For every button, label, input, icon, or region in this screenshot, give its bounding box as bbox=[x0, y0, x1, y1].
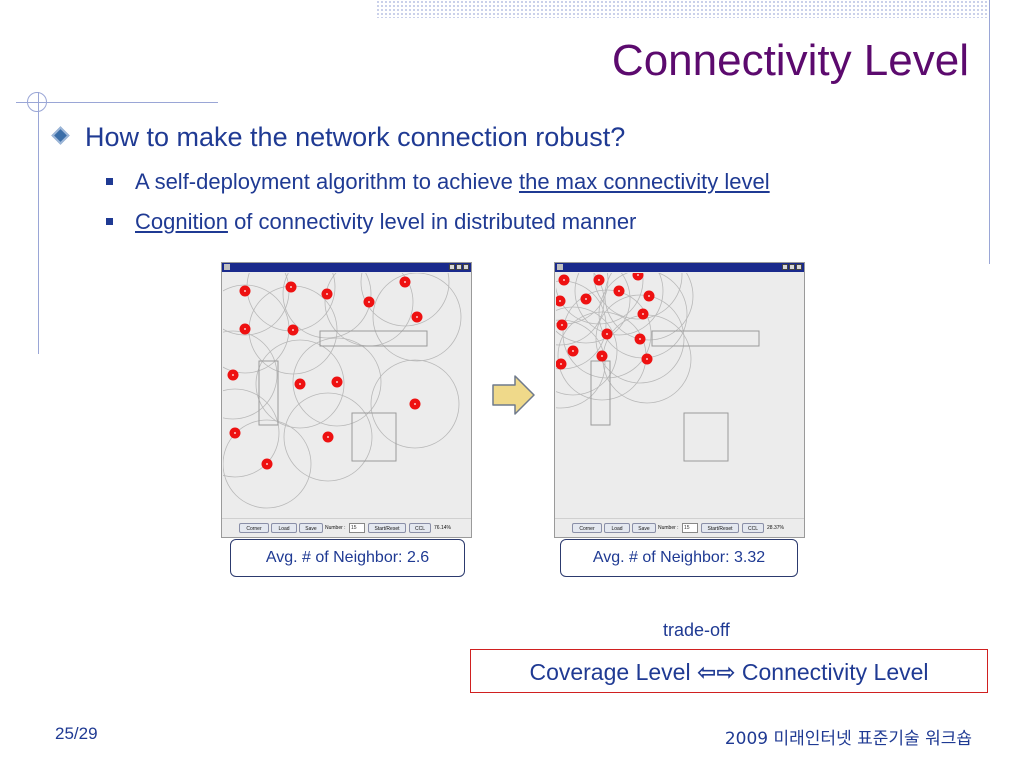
sub-bullet-1: A self-deployment algorithm to achieve t… bbox=[106, 169, 770, 195]
decorative-vertical-line-right bbox=[989, 0, 990, 264]
page-number: 25/29 bbox=[55, 724, 98, 743]
close-button[interactable] bbox=[463, 264, 469, 270]
left-deployment-canvas bbox=[223, 273, 462, 509]
number-label: Number : bbox=[325, 525, 346, 531]
corner-button[interactable]: Corner bbox=[239, 523, 269, 533]
maximize-button[interactable] bbox=[789, 264, 795, 270]
sub-bullet-1-text: A self-deployment algorithm to achieve bbox=[135, 169, 519, 194]
right-avg-neighbor-caption: Avg. # of Neighbor: 3.32 bbox=[560, 539, 798, 577]
right-toolbar: Corner Load Save Number : 15 Start/Reset… bbox=[555, 518, 804, 537]
window-titlebar bbox=[555, 263, 804, 272]
sub-bullet-2: Cognition of connectivity level in distr… bbox=[106, 209, 636, 235]
main-bullet-text: How to make the network connection robus… bbox=[85, 122, 626, 152]
load-button[interactable]: Load bbox=[604, 523, 630, 533]
connectivity-level-text: Connectivity Level bbox=[735, 659, 929, 685]
left-avg-neighbor-caption: Avg. # of Neighbor: 2.6 bbox=[230, 539, 465, 577]
load-button[interactable]: Load bbox=[271, 523, 297, 533]
sub-bullet-2-text: of connectivity level in distributed man… bbox=[227, 209, 637, 234]
tradeoff-label: trade-off bbox=[663, 620, 730, 640]
minimize-button[interactable] bbox=[449, 264, 455, 270]
left-simulation-window: Corner Load Save Number : 15 Start/Reset… bbox=[221, 262, 472, 538]
right-simulation-window: Corner Load Save Number : 15 Start/Reset… bbox=[554, 262, 805, 538]
left-toolbar: Corner Load Save Number : 15 Start/Reset… bbox=[222, 518, 471, 537]
bidirectional-arrows-icon: ⇦⇨ bbox=[696, 660, 736, 686]
slide-title: Connectivity Level bbox=[611, 36, 969, 85]
decorative-vertical-line-left bbox=[38, 92, 39, 354]
square-bullet-icon bbox=[106, 218, 113, 225]
coverage-percent: 28.37% bbox=[767, 525, 784, 531]
coverage-level-text: Coverage Level bbox=[529, 659, 697, 685]
footer-event-name: 2009 미래인터넷 표준기술 워크숍 bbox=[724, 729, 972, 749]
start-reset-button[interactable]: Start/Reset bbox=[701, 523, 739, 533]
main-bullet: How to make the network connection robus… bbox=[51, 122, 626, 153]
close-button[interactable] bbox=[796, 264, 802, 270]
window-titlebar bbox=[222, 263, 471, 272]
right-arrow-icon bbox=[492, 375, 535, 415]
diamond-icon bbox=[51, 126, 70, 145]
number-input[interactable]: 15 bbox=[682, 523, 698, 533]
decorative-dot-band bbox=[376, 0, 990, 18]
decorative-horizontal-line bbox=[16, 102, 218, 103]
cognition-link[interactable]: Cognition bbox=[135, 209, 228, 234]
app-icon bbox=[557, 264, 563, 270]
right-deployment-canvas bbox=[556, 273, 760, 462]
start-reset-button[interactable]: Start/Reset bbox=[368, 523, 406, 533]
ccl-button[interactable]: CCL bbox=[742, 523, 764, 533]
corner-button[interactable]: Corner bbox=[572, 523, 602, 533]
square-bullet-icon bbox=[106, 178, 113, 185]
minimize-button[interactable] bbox=[782, 264, 788, 270]
decorative-circle-icon bbox=[27, 92, 47, 112]
max-connectivity-link[interactable]: the max connectivity level bbox=[518, 169, 770, 194]
number-input[interactable]: 15 bbox=[349, 523, 365, 533]
ccl-button[interactable]: CCL bbox=[409, 523, 431, 533]
save-button[interactable]: Save bbox=[632, 523, 656, 533]
number-label: Number : bbox=[658, 525, 679, 531]
coverage-connectivity-box: Coverage Level ⇦⇨ Connectivity Level bbox=[470, 649, 988, 693]
coverage-percent: 76.14% bbox=[434, 525, 451, 531]
save-button[interactable]: Save bbox=[299, 523, 323, 533]
app-icon bbox=[224, 264, 230, 270]
maximize-button[interactable] bbox=[456, 264, 462, 270]
